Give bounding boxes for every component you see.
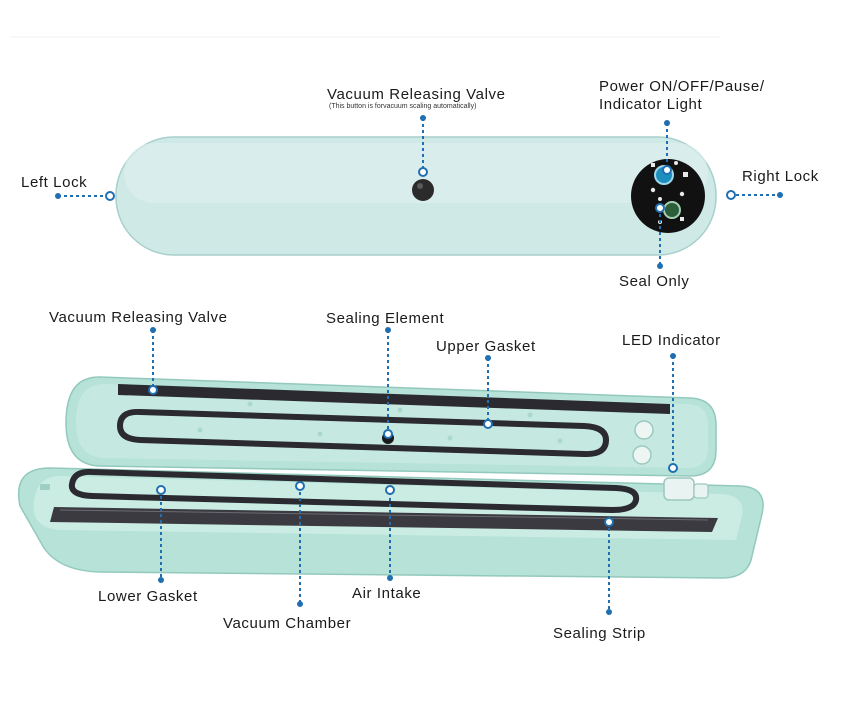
sealing-strip	[50, 507, 718, 532]
device-highlight	[124, 143, 708, 203]
left-latch-icon	[40, 484, 50, 490]
label-sealing-strip: Sealing Strip	[553, 625, 646, 642]
label-lower-gasket: Lower Gasket	[98, 588, 198, 605]
top-view-leader-dots	[55, 115, 783, 269]
label-left-lock: Left Lock	[21, 174, 88, 191]
label-power-button: Power ON/OFF/Pause/	[599, 78, 765, 95]
upper-lid	[65, 376, 717, 477]
open-view-leader-dots	[150, 327, 676, 615]
lock-clip-icon	[693, 483, 709, 499]
label-led-indicator: LED Indicator	[622, 332, 721, 349]
label-upper-gasket: Upper Gasket	[436, 338, 536, 355]
lid-dots	[197, 401, 563, 444]
sealing-element-bar	[118, 384, 670, 414]
upper-gasket-loop	[116, 408, 610, 458]
open-view-leaders	[152, 330, 674, 612]
label-vacuum-releasing-valve-open: Vacuum Releasing Valve	[49, 309, 228, 326]
seal-only-button-icon	[663, 201, 681, 219]
label-indicator-light: Indicator Light	[599, 96, 703, 113]
label-sealing-element: Sealing Element	[326, 310, 445, 327]
lower-gasket-loop	[68, 468, 640, 514]
led-indicator-icon	[663, 477, 695, 501]
top-view-leader-rings	[105, 165, 736, 213]
open-view-leader-rings	[148, 385, 678, 527]
label-right-lock: Right Lock	[742, 168, 819, 185]
label-vacuum-releasing-valve-top: Vacuum Releasing Valve	[327, 86, 506, 103]
label-air-intake: Air Intake	[352, 585, 422, 602]
top-view-device	[115, 136, 717, 256]
valve-button-highlight	[417, 183, 423, 189]
valve-button-icon	[412, 179, 434, 201]
label-valve-note: (This button is forvacuum scaling automa…	[329, 103, 477, 110]
lid-vent-icon	[632, 445, 652, 465]
label-seal-only: Seal Only	[619, 273, 690, 290]
lid-vent-icon	[634, 420, 654, 440]
control-panel	[631, 159, 705, 233]
label-vacuum-chamber: Vacuum Chamber	[223, 615, 352, 632]
sealing-strip-shine	[59, 509, 709, 521]
